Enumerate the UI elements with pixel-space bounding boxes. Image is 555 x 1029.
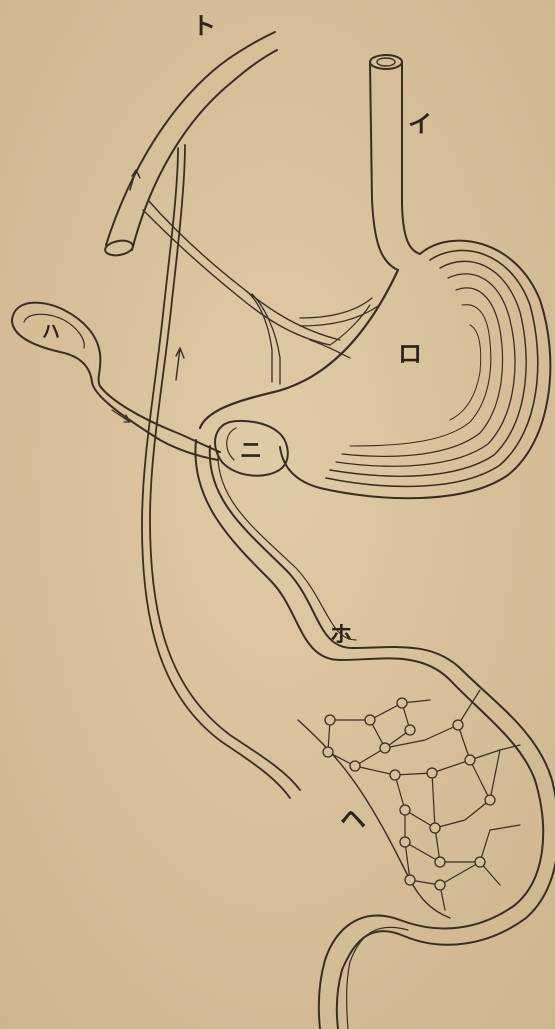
villus-node bbox=[350, 761, 360, 771]
villus-node bbox=[405, 875, 415, 885]
label-ni: ニ bbox=[240, 439, 262, 464]
label-ro: ロ bbox=[398, 340, 422, 368]
villus-node bbox=[465, 755, 475, 765]
villus-node bbox=[325, 715, 335, 725]
villus-node bbox=[453, 720, 463, 730]
villus-node bbox=[365, 715, 375, 725]
label-i: イ bbox=[408, 110, 432, 138]
villus-node bbox=[400, 837, 410, 847]
label-he: ヘ bbox=[340, 805, 366, 835]
label-to: ト bbox=[192, 12, 216, 40]
villus-node bbox=[485, 795, 495, 805]
villus-node bbox=[435, 857, 445, 867]
villus-node bbox=[323, 747, 333, 757]
villus-node bbox=[397, 698, 407, 708]
villus-node bbox=[405, 725, 415, 735]
villus-node bbox=[475, 857, 485, 867]
label-ha: ハ bbox=[42, 322, 60, 343]
villus-node bbox=[380, 743, 390, 753]
villus-node bbox=[427, 768, 437, 778]
villus-node bbox=[400, 805, 410, 815]
villus-node bbox=[390, 770, 400, 780]
villus-node bbox=[435, 880, 445, 890]
villus-node bbox=[430, 823, 440, 833]
label-ho: ホ bbox=[330, 623, 352, 648]
